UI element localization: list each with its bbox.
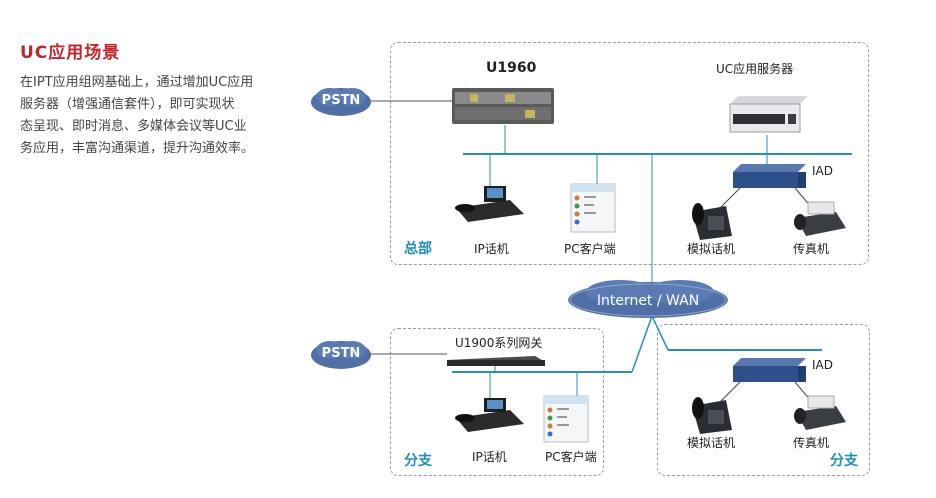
branch2-iad-icon — [733, 358, 806, 382]
branch2-analog-phone-label: 模拟话机 — [687, 436, 736, 450]
section-title: UC应用场景 — [20, 43, 121, 63]
cloud-icon — [311, 341, 371, 369]
description-line: 在IPT应用组网基础上，通过增加UC应用 — [20, 75, 254, 90]
branch2-site-box — [657, 324, 870, 476]
u1900-label: U1900系列网关 — [455, 336, 543, 350]
u1960-label: U1960 — [486, 60, 537, 76]
branch2-site-label: 分支 — [830, 453, 858, 469]
wan-label-box: Internet / WAN — [568, 280, 728, 320]
hq-iad-icon — [733, 164, 806, 188]
hq-fax-icon — [794, 201, 846, 236]
branch1-ip-phone-icon — [455, 398, 524, 432]
hq-site-box — [390, 42, 869, 265]
branch2-analog-phone-icon — [692, 397, 732, 434]
branch2-fax-label: 传真机 — [793, 436, 830, 450]
link-iad-analog — [719, 187, 741, 209]
hq-pstn-label: PSTN — [321, 93, 361, 108]
description-line: 务应用，丰富沟通渠道，提升沟通效率。 — [20, 141, 255, 156]
section-description: 在IPT应用组网基础上，通过增加UC应用 服务器（增强通信套件），即可实现状 态… — [20, 72, 300, 160]
branch1-site-label: 分支 — [404, 453, 432, 469]
wan-cloud-icon — [568, 280, 728, 318]
hq-iad-label: IAD — [812, 164, 833, 178]
hq-ip-phone-label: IP话机 — [474, 242, 509, 256]
branch1-pc-client-label: PC客户端 — [545, 450, 597, 464]
branch1-site-box — [390, 328, 604, 476]
wan-label: Internet / WAN — [596, 293, 700, 309]
cloud-icon — [311, 88, 371, 116]
hq-analog-phone-icon — [692, 203, 732, 240]
hq-analog-phone-label: 模拟话机 — [687, 242, 736, 256]
link-wan-branch2 — [651, 315, 669, 351]
branch2-fax-icon — [794, 395, 846, 430]
hq-pc-client-icon — [570, 183, 616, 233]
branch1-pstn-label: PSTN — [321, 346, 361, 361]
hq-site-label: 总部 — [404, 241, 432, 257]
branch2-iad-label: IAD — [812, 358, 833, 372]
hq-pc-client-label: PC客户端 — [564, 242, 616, 256]
hq-ip-phone-icon — [455, 186, 524, 222]
branch1-pc-client-icon — [543, 395, 589, 443]
hq-pstn-cloud: PSTN — [310, 85, 372, 117]
link-iad2-analog — [719, 381, 741, 403]
branch1-ip-phone-label: IP话机 — [472, 450, 507, 464]
u1960-gateway-icon — [452, 88, 554, 124]
uc-server-label: UC应用服务器 — [716, 62, 794, 76]
uc-server-icon — [729, 96, 808, 133]
description-line: 态呈现、即时消息、多媒体会议等UC业 — [20, 119, 247, 134]
branch1-pstn-cloud: PSTN — [310, 338, 372, 370]
hq-fax-label: 传真机 — [793, 242, 830, 256]
description-line: 服务器（增强通信套件），即可实现状 — [20, 97, 235, 112]
u1900-gateway-icon — [447, 356, 545, 366]
link-wan-branch1 — [631, 315, 653, 373]
